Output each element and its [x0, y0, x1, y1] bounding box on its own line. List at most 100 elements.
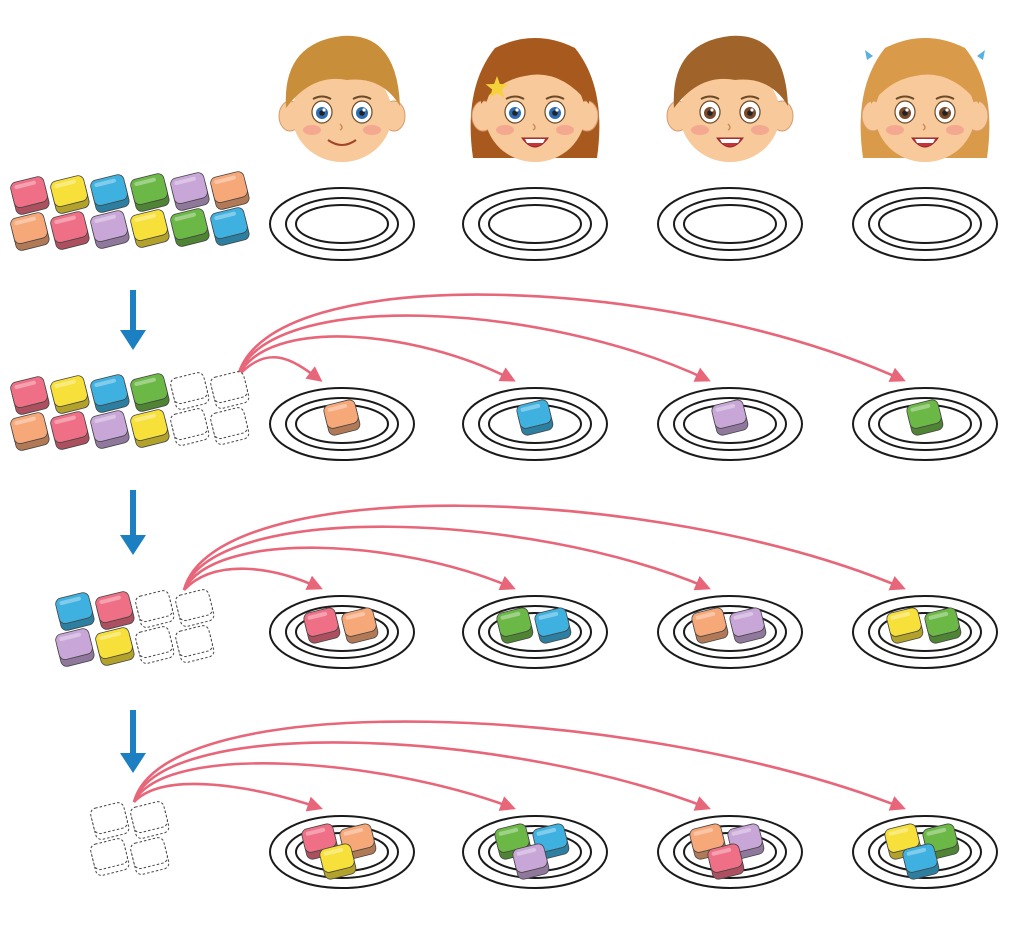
distribution-arrow: [236, 335, 516, 382]
star-clip-icon: [485, 76, 509, 98]
orange-candy: [210, 171, 250, 210]
child-face-girl-1: [470, 38, 600, 162]
pink-candy: [10, 376, 50, 415]
green-candy: [906, 399, 944, 436]
plate: [269, 387, 415, 461]
plate: [269, 187, 415, 261]
step-down-arrow: [120, 710, 146, 773]
empty-candy-slot: [130, 801, 170, 839]
blue-candy: [90, 174, 130, 213]
step-down-arrow: [120, 490, 146, 555]
empty-candy-slot: [135, 590, 175, 628]
plate: [657, 595, 803, 669]
children-faces: [278, 35, 990, 162]
candy-pile: [10, 371, 250, 451]
distribution-arrow: [182, 504, 906, 591]
orange-candy: [341, 607, 379, 644]
hair-bow-icon: [977, 50, 985, 60]
distribution-arrow: [132, 741, 711, 811]
plates: [269, 187, 998, 889]
plate: [462, 815, 608, 889]
candy-pile: [90, 801, 170, 876]
yellow-candy: [50, 375, 90, 414]
candy-pile: [55, 589, 215, 667]
blue-candy: [534, 607, 572, 644]
purple-candy: [55, 628, 95, 667]
distribution-arrow: [237, 356, 323, 382]
candy-pile: [10, 171, 250, 251]
yellow-candy: [884, 823, 922, 860]
purple-candy: [711, 399, 749, 436]
blue-candy: [90, 374, 130, 413]
empty-candy-slot: [170, 408, 210, 446]
pink-candy: [95, 591, 135, 630]
green-candy: [130, 173, 170, 212]
empty-candy-slot: [90, 838, 130, 876]
purple-candy: [729, 607, 767, 644]
plate: [657, 815, 803, 889]
plate: [269, 815, 415, 889]
blue-candy: [902, 843, 940, 880]
blue-candy: [55, 592, 95, 631]
empty-candy-slot: [175, 625, 215, 663]
empty-candy-slot: [210, 407, 250, 445]
purple-candy: [512, 843, 550, 880]
distribution-arrow: [236, 314, 711, 382]
pink-candy: [10, 176, 50, 215]
empty-candy-slot: [170, 372, 210, 410]
candy-piles: [10, 171, 250, 876]
yellow-candy: [130, 209, 170, 248]
child-face-girl-2: [860, 38, 990, 162]
plate: [852, 187, 998, 261]
distribution-arrow: [182, 546, 516, 591]
child-face-boy-1: [278, 35, 406, 162]
yellow-candy: [130, 409, 170, 448]
orange-candy: [10, 412, 50, 451]
orange-candy: [691, 607, 729, 644]
plate: [852, 387, 998, 461]
plate: [852, 815, 998, 889]
pink-candy: [303, 607, 341, 644]
orange-candy: [689, 823, 727, 860]
empty-candy-slot: [210, 371, 250, 409]
plate: [462, 187, 608, 261]
empty-candy-slot: [90, 802, 130, 840]
distribution-arrow: [132, 762, 516, 811]
step-arrows: [120, 290, 146, 773]
pink-candy: [50, 411, 90, 450]
empty-candy-slot: [175, 589, 215, 627]
orange-candy: [323, 399, 361, 436]
distribution-arrow: [132, 720, 906, 811]
yellow-candy: [886, 607, 924, 644]
yellow-candy: [95, 627, 135, 666]
plate: [462, 387, 608, 461]
empty-candy-slot: [130, 837, 170, 875]
plate: [462, 595, 608, 669]
distribution-arrow: [182, 525, 711, 591]
green-candy: [170, 208, 210, 247]
distribution-arrows: [132, 293, 906, 812]
distribution-arrow: [183, 567, 323, 591]
pink-candy: [50, 211, 90, 250]
green-candy: [924, 607, 962, 644]
green-candy: [496, 607, 534, 644]
purple-candy: [90, 410, 130, 449]
blue-candy: [210, 207, 250, 246]
plate: [657, 187, 803, 261]
distribution-arrow: [133, 782, 323, 812]
green-candy: [130, 373, 170, 412]
yellow-candy: [319, 843, 357, 880]
blue-candy: [516, 399, 554, 436]
hair-bow-icon: [865, 50, 873, 60]
yellow-candy: [50, 175, 90, 214]
child-face-boy-2: [666, 35, 794, 162]
pink-candy: [707, 843, 745, 880]
plate: [852, 595, 998, 669]
empty-candy-slot: [135, 626, 175, 664]
purple-candy: [170, 172, 210, 211]
plate: [269, 595, 415, 669]
orange-candy: [10, 212, 50, 251]
plate: [657, 387, 803, 461]
step-down-arrow: [120, 290, 146, 350]
